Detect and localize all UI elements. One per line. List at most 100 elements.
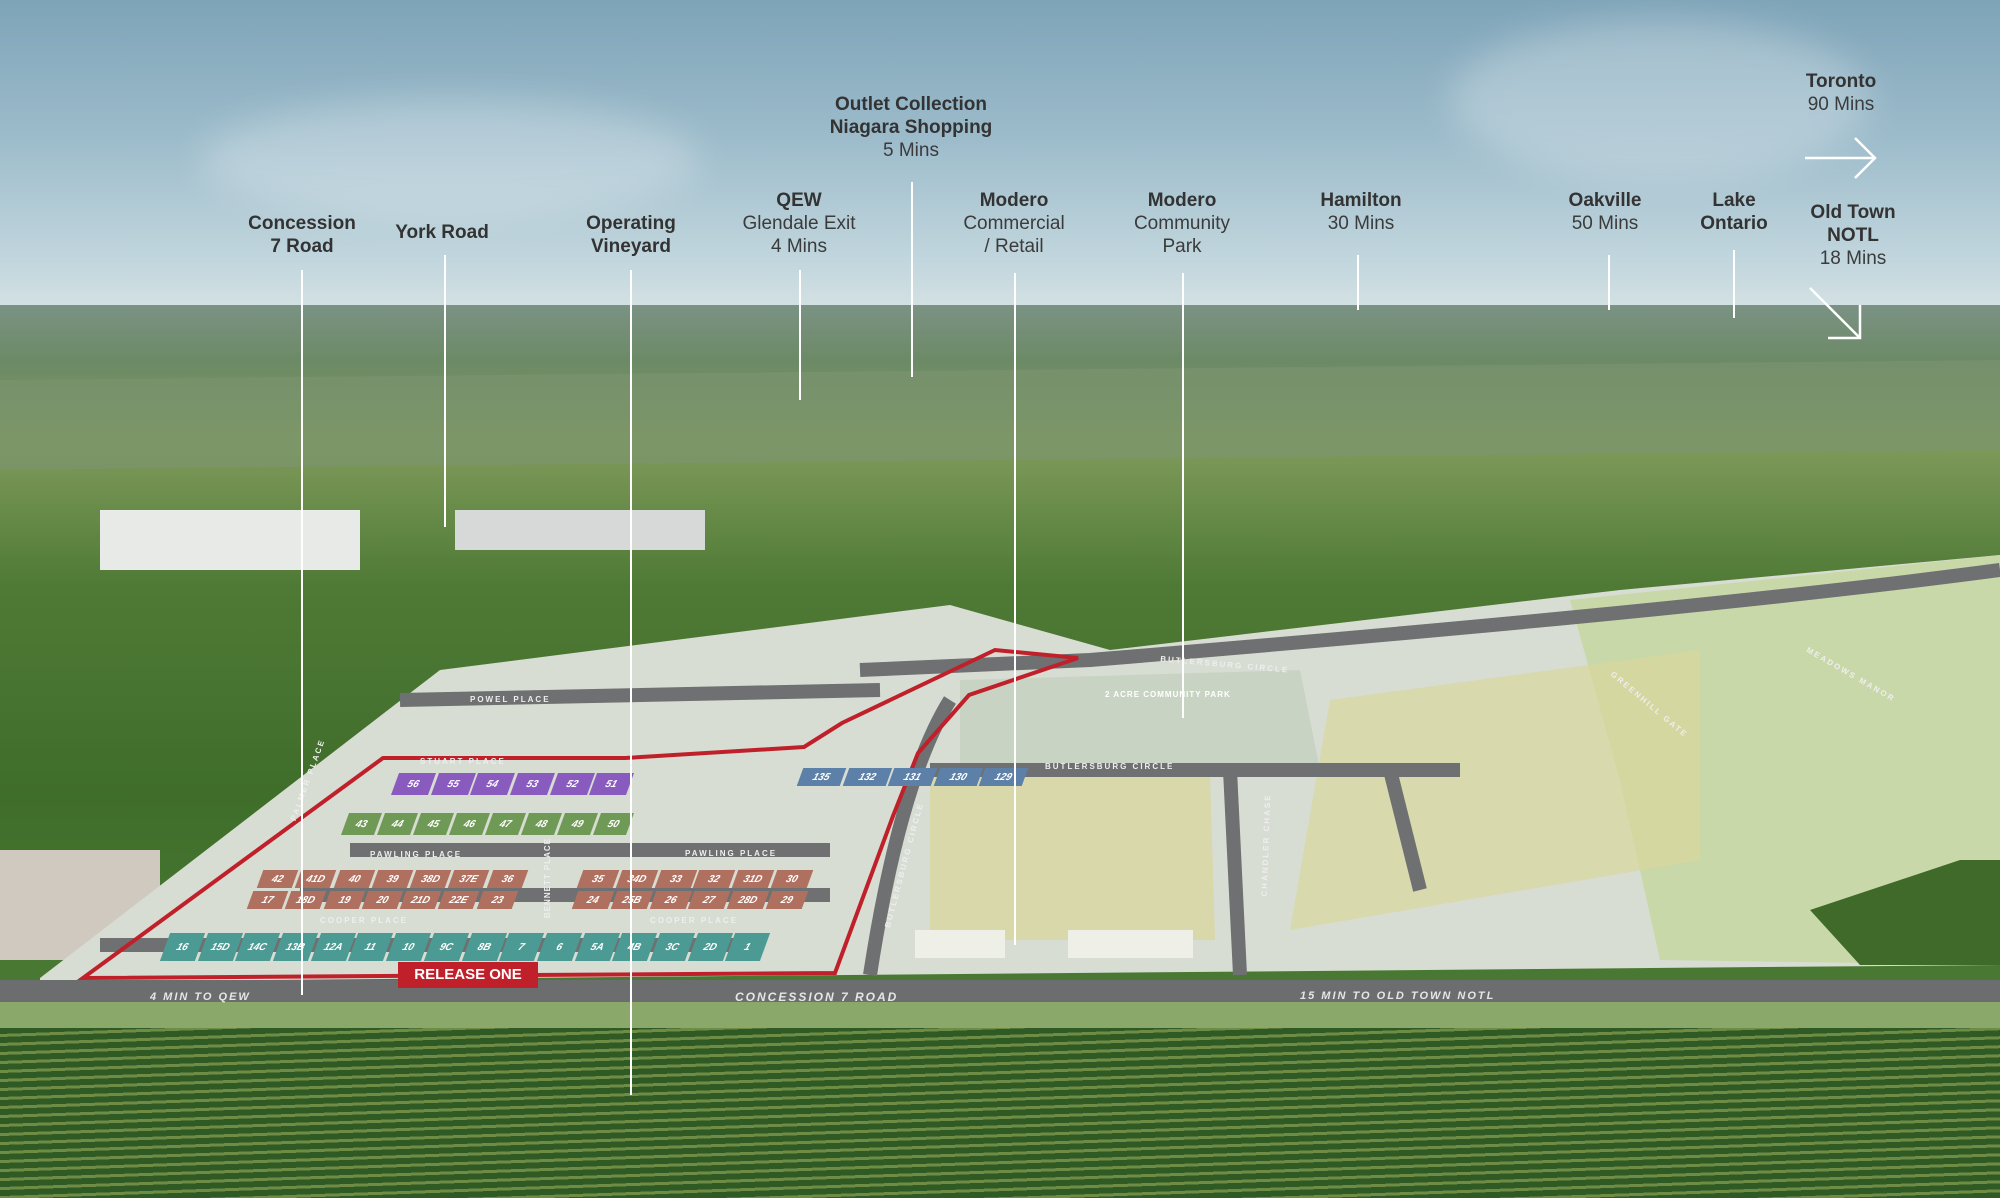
lot: 129 xyxy=(979,768,1029,786)
lot: 52 xyxy=(549,773,595,795)
lot: 26 xyxy=(649,891,692,909)
lot: 16 xyxy=(159,933,205,961)
lot: 40 xyxy=(333,870,376,888)
callout-line xyxy=(1182,273,1184,718)
street-label: STUART PLACE xyxy=(420,757,506,766)
callout-line xyxy=(1014,273,1016,945)
lot: 19 xyxy=(323,891,366,909)
lot: 131 xyxy=(887,768,938,786)
lot: 20 xyxy=(361,891,404,909)
lot: 44 xyxy=(376,813,419,835)
lot: 28D xyxy=(727,891,770,909)
lot: 45 xyxy=(412,813,455,835)
cloud xyxy=(1450,20,1870,180)
lot: 43 xyxy=(340,813,383,835)
lot: 36 xyxy=(486,870,529,888)
lot: 6 xyxy=(536,933,582,961)
road-name: CONCESSION 7 ROAD xyxy=(735,990,899,1004)
callout-line xyxy=(444,255,446,527)
lot: 3C xyxy=(649,933,695,961)
woodlot xyxy=(1810,860,2000,965)
lot: 32 xyxy=(693,870,736,888)
arrow-down-right-icon xyxy=(1809,287,1862,340)
lot: 31D xyxy=(732,870,775,888)
lot: 29 xyxy=(765,891,809,909)
arrow-right-icon xyxy=(1805,137,1877,179)
lot-group-brown-bottom-east: 2425B262728D29 xyxy=(571,891,809,909)
lot: 54 xyxy=(470,773,516,795)
sky xyxy=(0,0,2000,312)
callout-line xyxy=(1357,255,1359,310)
lot: 56 xyxy=(390,773,436,795)
lot: 46 xyxy=(448,813,491,835)
lot: 39 xyxy=(371,870,414,888)
lot: 24 xyxy=(571,891,615,909)
lot: 132 xyxy=(842,768,892,786)
lot: 9C xyxy=(423,933,469,961)
lot: 135 xyxy=(796,768,846,786)
concession-7-road xyxy=(0,980,2000,1002)
callout-york-road: York Road xyxy=(395,222,489,243)
lot: 38D xyxy=(409,870,452,888)
road-direction-notl: 15 MIN TO OLD TOWN NOTL xyxy=(1300,990,1496,1002)
community-park xyxy=(960,670,1320,770)
building xyxy=(100,510,360,570)
lot: 130 xyxy=(933,768,983,786)
lot: 1 xyxy=(725,933,771,961)
building xyxy=(455,510,705,550)
street-label: PAWLING PLACE xyxy=(685,849,778,858)
lot: 27 xyxy=(688,891,731,909)
callout-line xyxy=(799,270,801,400)
lot: 23 xyxy=(476,891,519,909)
lot: 21D xyxy=(399,891,442,909)
lot: 35 xyxy=(576,870,620,888)
road-direction-qew: 4 MIN TO QEW xyxy=(150,991,251,1003)
lot: 42 xyxy=(256,870,299,888)
lot: 22E xyxy=(438,891,480,909)
street-label: COOPER PLACE xyxy=(320,916,409,925)
callout-line xyxy=(630,270,632,1095)
lot: 37E xyxy=(448,870,490,888)
street-label: PAWLING PLACE xyxy=(370,850,463,859)
lot: 17 xyxy=(246,891,289,909)
park-label: 2 ACRE COMMUNITY PARK xyxy=(1105,690,1231,699)
lot: 30 xyxy=(770,870,814,888)
lot: 34D xyxy=(615,870,658,888)
lot: 53 xyxy=(510,773,555,795)
street-label: POWEL PLACE xyxy=(470,695,551,704)
lot: 48 xyxy=(520,813,563,835)
vineyard xyxy=(0,1028,2000,1198)
lot: 55 xyxy=(430,773,476,795)
callout-line xyxy=(911,182,913,377)
street-label: BUTLERSBURG CIRCLE xyxy=(1045,762,1175,771)
lot: 50 xyxy=(592,813,635,835)
street-label: BENNETT PLACE xyxy=(543,837,553,919)
callout-line xyxy=(301,270,303,995)
cloud xyxy=(200,100,700,220)
lot: 18D xyxy=(285,891,327,909)
lot: 49 xyxy=(556,813,599,835)
release-one-badge: RELEASE ONE xyxy=(398,962,538,988)
lot: 33 xyxy=(654,870,697,888)
release-one-boundary xyxy=(76,647,1079,981)
